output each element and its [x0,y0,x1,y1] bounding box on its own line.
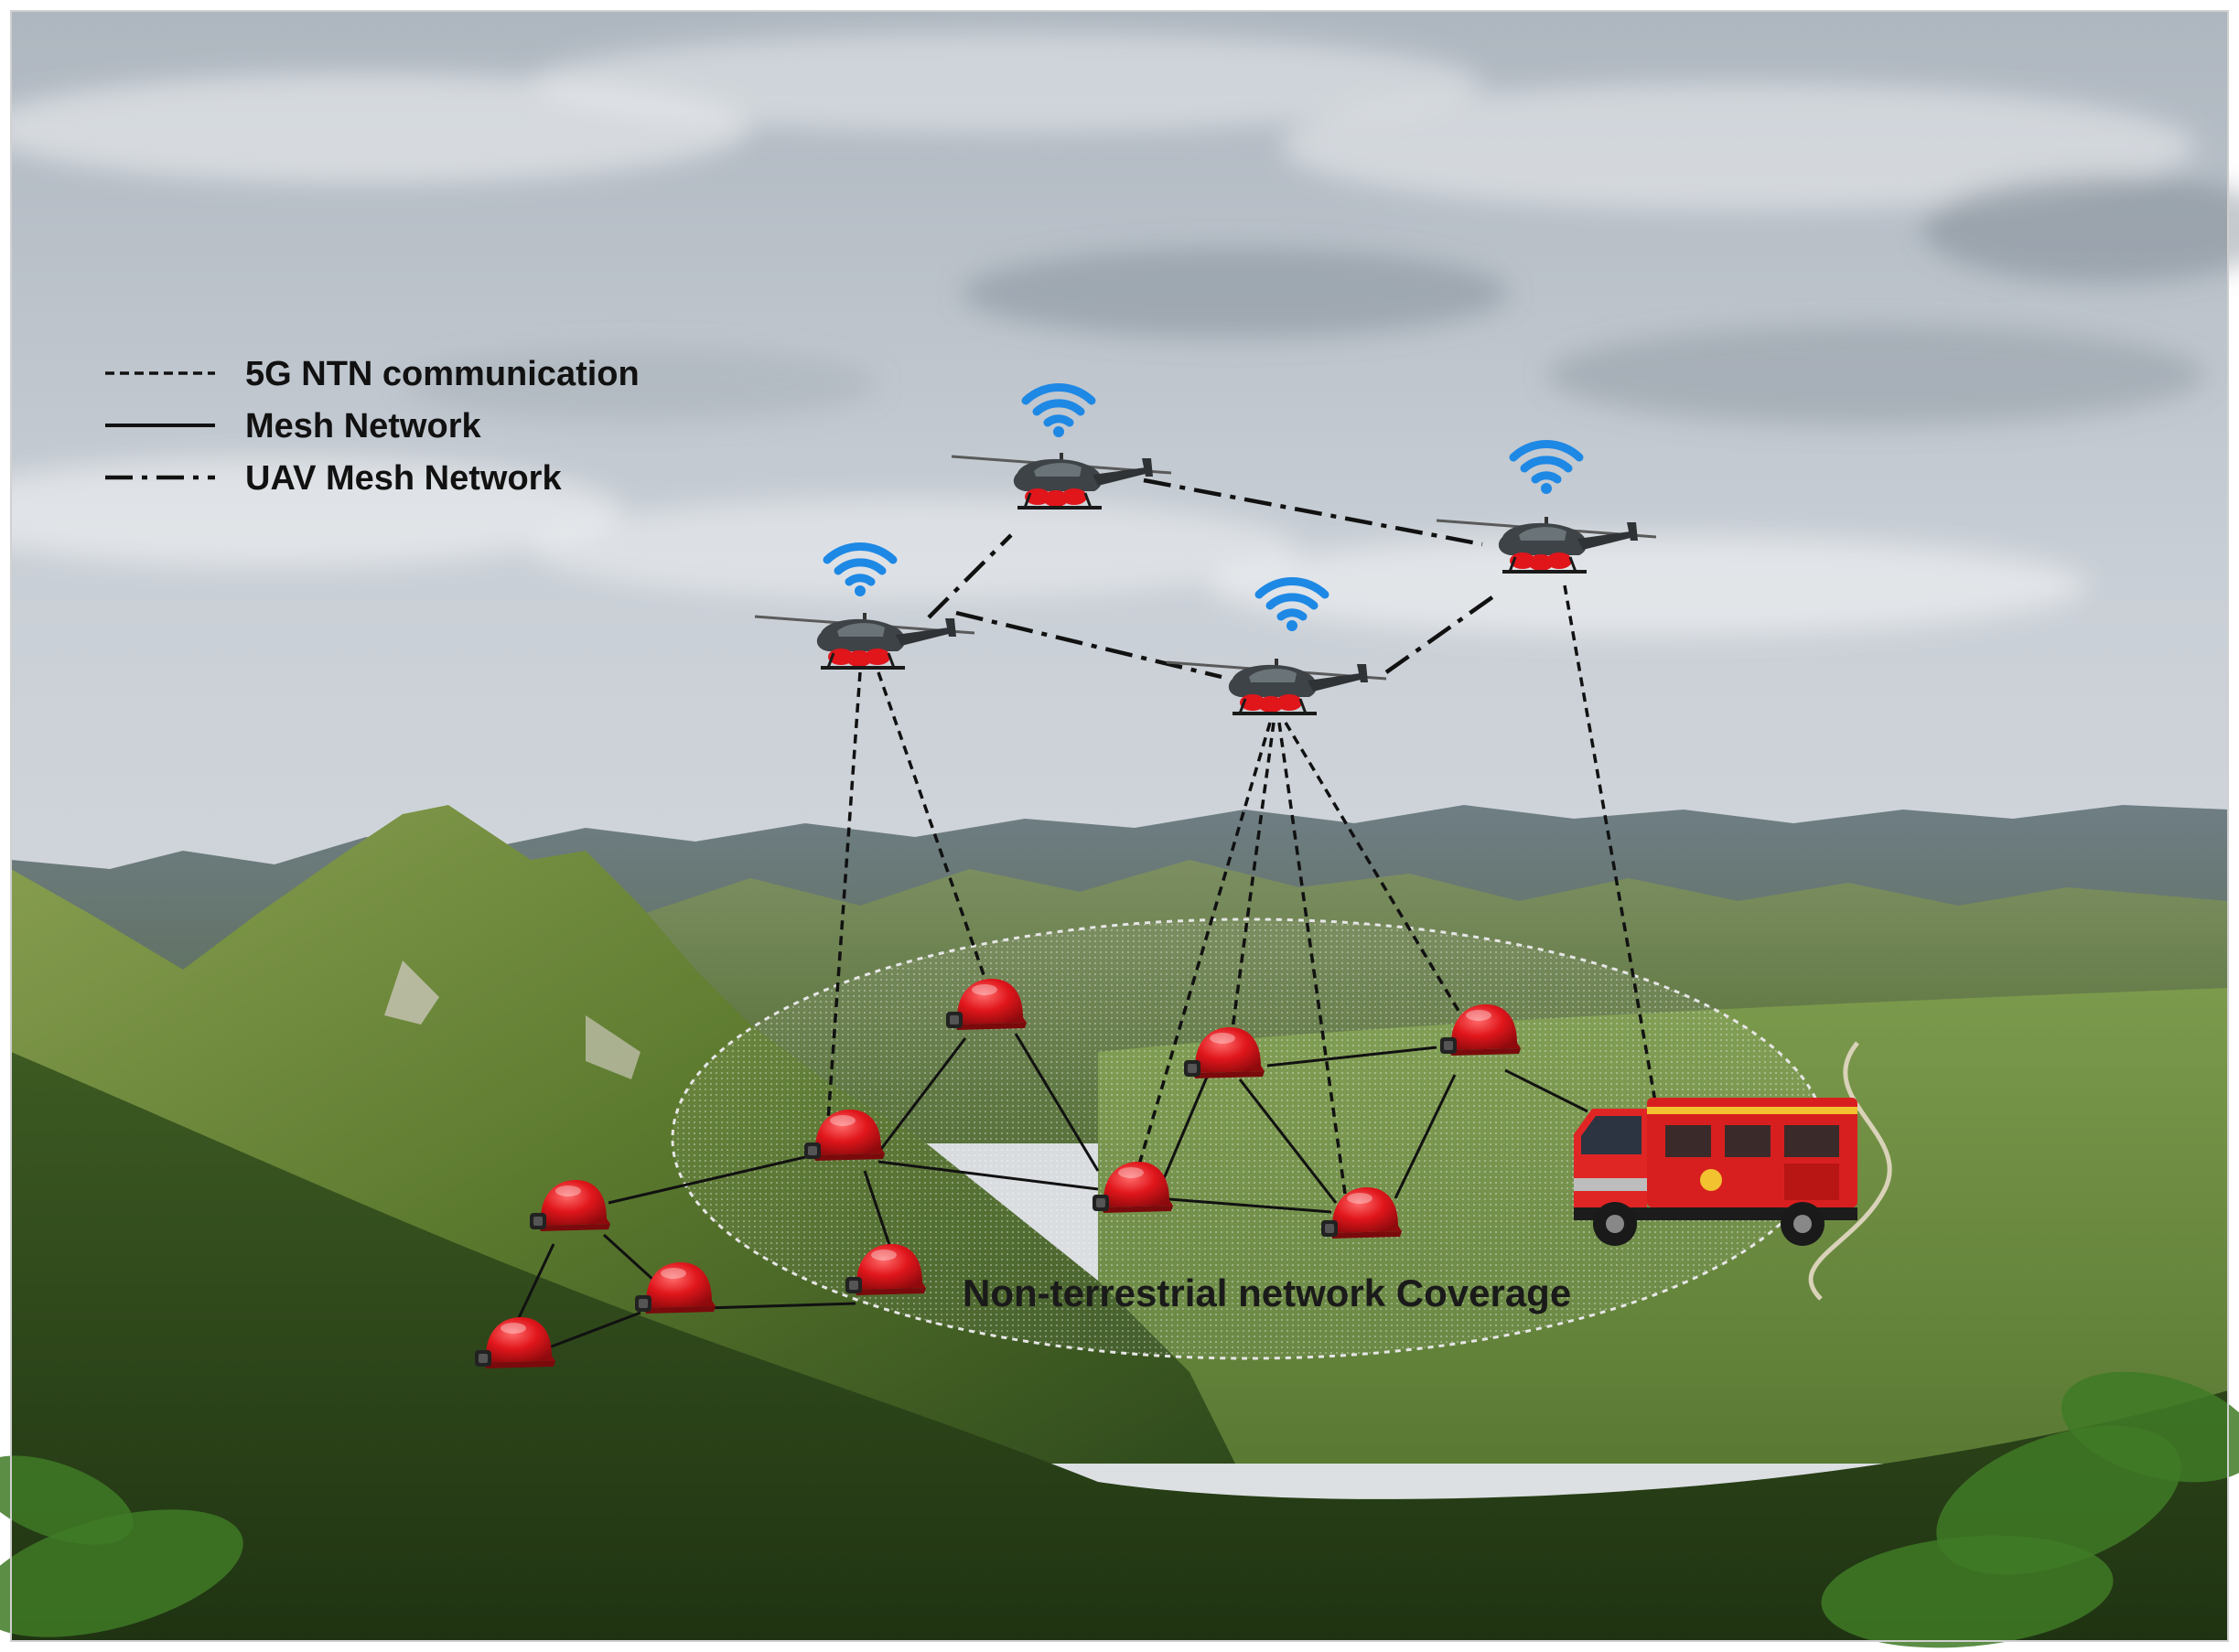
rock-outcrop [586,1015,640,1079]
cloud-layer [0,32,2239,636]
ground-mesh-links [515,1033,1588,1351]
coverage-label: Non-terrestrial network Coverage [963,1271,1571,1314]
legend-label-mesh: Mesh Network [245,407,481,445]
foreground-forest [11,1052,2228,1641]
foreground-leaves [0,1371,2239,1648]
image-frame [10,10,2229,1642]
legend: 5G NTN communication Mesh Network UAV Me… [105,355,640,498]
fire-command-truck-icon [1574,1098,1857,1246]
uav-mesh-links [927,477,1498,680]
rock-outcrop [384,960,439,1024]
legend-label-uav-mesh: UAV Mesh Network [245,459,562,498]
legend-label-ntn: 5G NTN communication [245,355,640,393]
ntn-links [826,585,1658,1195]
valley-road [1808,1041,1892,1301]
